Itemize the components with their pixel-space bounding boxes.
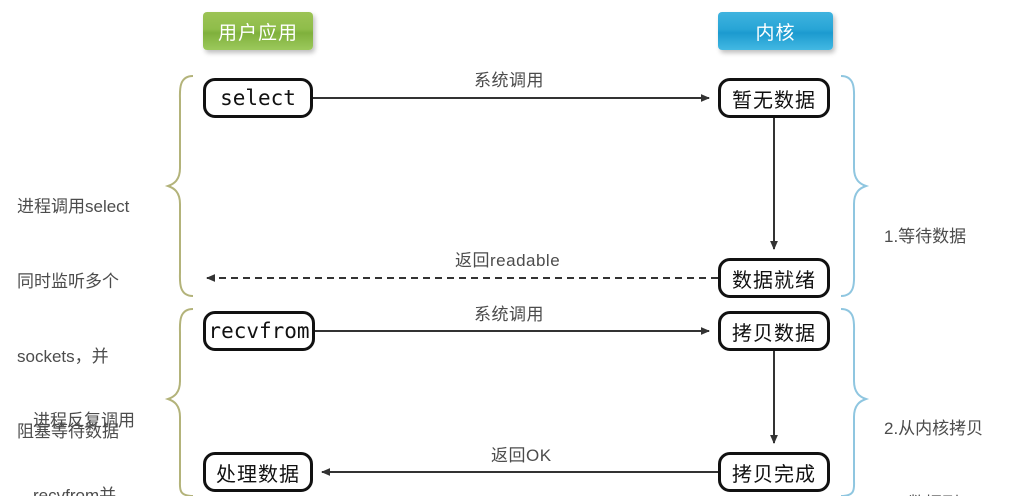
brace-left-upper — [164, 75, 194, 297]
brace-right-lower — [840, 308, 870, 496]
note-left-select-line4: 阻塞等待数据 — [17, 422, 119, 441]
edge-label-syscall-lower: 系统调用 — [474, 305, 544, 324]
note-left-select-line3: sockets，并 — [17, 347, 109, 366]
header-user-application: 用户应用 — [203, 12, 313, 50]
node-recvfrom[interactable]: recvfrom — [203, 311, 315, 351]
brace-right-upper — [840, 75, 870, 297]
edge-label-return-ok: 返回OK — [491, 446, 552, 465]
note-left-recvfrom-line2: recvfrom并 — [33, 486, 117, 496]
note-right-wait-data-line1: 1.等待数据 — [884, 227, 967, 246]
note-right-copy-data-line2: 数据到 — [884, 491, 983, 496]
node-copying-data[interactable]: 拷贝数据 — [718, 311, 830, 351]
note-right-copy-data: 2.从内核拷贝 数据到 用户空间 — [884, 366, 983, 496]
node-no-data[interactable]: 暂无数据 — [718, 78, 830, 118]
node-select[interactable]: select — [203, 78, 313, 118]
node-process-data[interactable]: 处理数据 — [203, 452, 313, 492]
note-right-copy-data-line1: 2.从内核拷贝 — [884, 419, 984, 438]
header-kernel: 内核 — [718, 12, 833, 50]
note-right-wait-data: 1.等待数据 — [884, 174, 966, 299]
note-left-recvfrom-line1: 进程反复调用 — [33, 411, 135, 430]
node-data-ready[interactable]: 数据就绪 — [718, 258, 830, 298]
note-left-select-line1: 进程调用select — [17, 197, 130, 216]
note-left-recvfrom: 进程反复调用 recvfrom并 等待返回成功 标示（循环） — [33, 358, 135, 496]
edge-label-syscall-upper: 系统调用 — [474, 71, 544, 90]
note-left-select-line2: 同时监听多个 — [17, 272, 119, 291]
brace-left-lower — [164, 308, 194, 496]
note-left-select: 进程调用select 同时监听多个 sockets，并 阻塞等待数据 — [17, 144, 129, 494]
edge-label-return-readable: 返回readable — [455, 251, 561, 270]
node-copy-done[interactable]: 拷贝完成 — [718, 452, 830, 492]
